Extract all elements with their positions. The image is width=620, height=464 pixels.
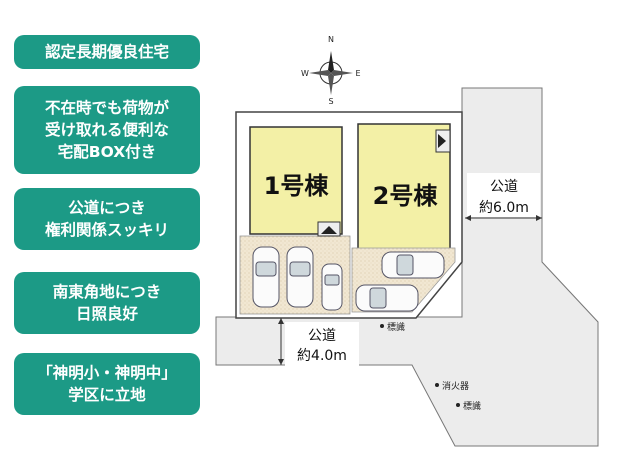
east-road-name: 公道 [490, 179, 518, 195]
car-5 [355, 284, 419, 312]
car-2 [286, 246, 314, 308]
entrance-1-arrow [321, 226, 337, 234]
building-1 [249, 126, 343, 235]
feature-text: 「神明小・神明中」 学区に立地 [37, 364, 177, 404]
feature-badge-school-district: 「神明小・神明中」 学区に立地 [14, 353, 200, 415]
feature-badge-delivery-box: 不在時でも荷物が 受け取れる便利な 宅配BOX付き [14, 86, 200, 174]
compass-e: E [355, 69, 360, 78]
building-2-label: 2号棟 [373, 182, 439, 210]
feature-text: 南東角地につき 日照良好 [52, 283, 162, 323]
building-1-label: 1号棟 [264, 172, 330, 200]
feature-badge-southeast-corner: 南東角地につき 日照良好 [14, 272, 200, 334]
feature-text: 不在時でも荷物が 受け取れる便利な 宅配BOX付き [44, 99, 169, 161]
south-road-width: 約4.0m [297, 348, 347, 364]
compass-icon [309, 51, 353, 95]
hydrant-label: 消火器 [442, 380, 469, 392]
sign-label-2: 標識 [463, 400, 481, 412]
feature-badge-long-term-housing: 認定長期優良住宅 [14, 35, 200, 69]
south-road-name: 公道 [308, 328, 336, 344]
feature-text: 公道につき 権利関係スッキリ [44, 199, 169, 239]
sign-marker-2 [456, 403, 460, 407]
feature-text: 認定長期優良住宅 [44, 43, 169, 61]
car-1 [252, 246, 280, 308]
car-4 [381, 251, 445, 279]
feature-badge-public-road: 公道につき 権利関係スッキリ [14, 188, 200, 250]
sign-label-1: 標識 [387, 321, 405, 333]
east-road-width: 約6.0m [479, 200, 529, 216]
hydrant-marker [435, 383, 439, 387]
south-road-label-box [285, 322, 359, 366]
compass-w: W [301, 69, 309, 78]
sign-marker-1 [380, 324, 384, 328]
compass-n: N [328, 35, 334, 44]
car-3 [321, 263, 343, 311]
compass-s: S [328, 97, 333, 106]
entrance-2-arrow [438, 134, 446, 148]
east-road-label-box [467, 173, 540, 217]
